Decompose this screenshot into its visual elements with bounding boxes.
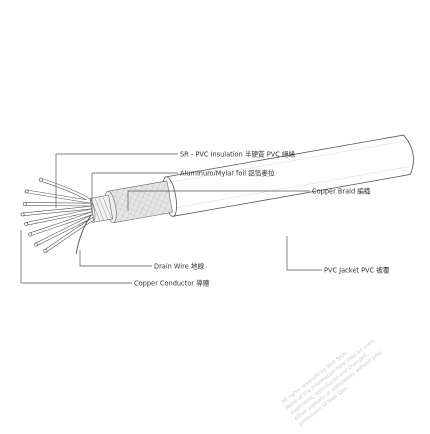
copper-braid (104, 180, 173, 224)
label-insulation: SR - PVC Insulation 半硬質 PVC 絕緣 (180, 150, 296, 159)
copper-conductor-tips (20, 177, 48, 253)
label-braid: Copper Braid 編織 (312, 187, 371, 196)
label-jacket: PVC Jacket PVC 被覆 (324, 266, 390, 275)
leader-drain (79, 250, 152, 267)
leader-lines (20, 153, 322, 284)
insulated-conductors (20, 177, 95, 253)
leader-conductor (20, 230, 132, 284)
label-conductor: Copper Conductor 導體 (134, 279, 210, 288)
leader-foil (91, 172, 178, 213)
labels: SR - PVC Insulation 半硬質 PVC 絕緣 Aluminum/… (134, 150, 390, 288)
leader-braid (127, 190, 310, 211)
drain-wire (75, 214, 92, 254)
copyright-watermark: All rights reserved by Well Shin. None o… (281, 337, 385, 428)
leader-jacket (286, 236, 322, 271)
label-drain: Drain Wire 地線 (154, 262, 204, 271)
cable-assembly (20, 134, 414, 254)
label-foil: Aluminum/Mylar foil 鋁箔麥拉 (180, 169, 275, 178)
leader-insulation (55, 153, 178, 208)
